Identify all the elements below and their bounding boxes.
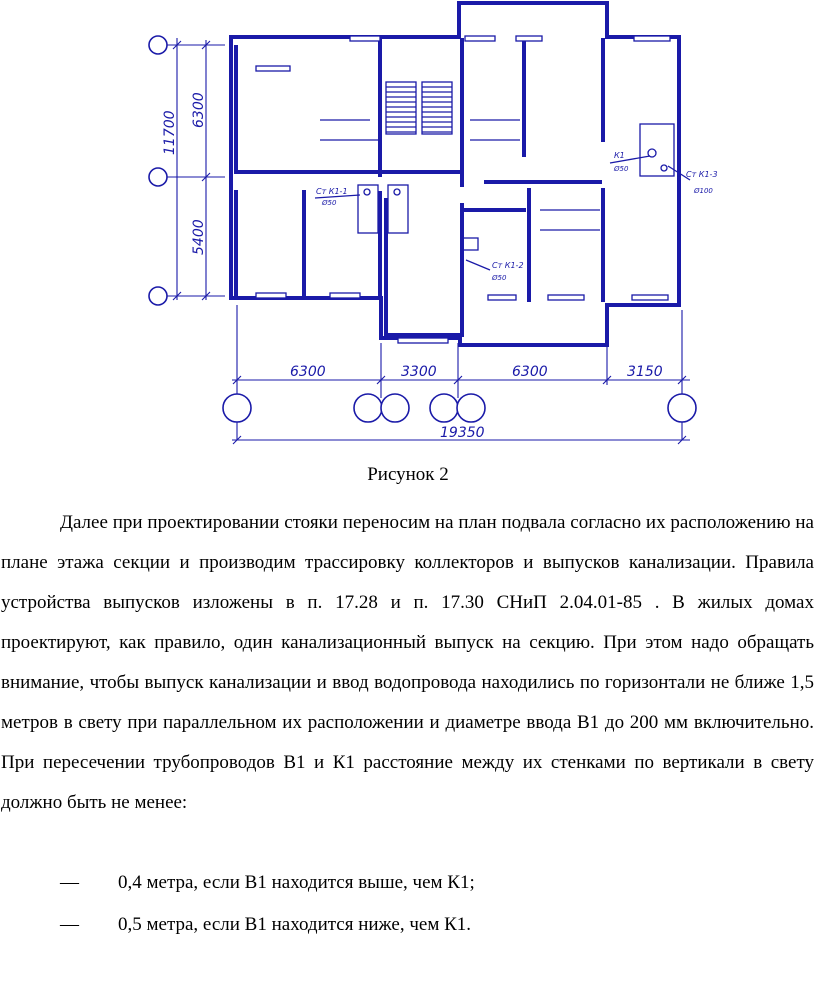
dim-6300-vertical: 6300 [191,92,207,128]
horizontal-dimensions: 6300 3300 6300 3150 19350 [222,305,697,445]
plumbing-fixtures [320,119,675,251]
axis-bubble-6 [667,393,697,423]
riser-k1-2-diameter: Ø50 [491,274,507,282]
dim-5400: 5400 [191,219,207,255]
axis-bubble-1 [222,393,252,423]
windows [255,35,671,344]
axis-bubble-top [148,35,168,55]
riser-k1-2-name: Ст К1-2 [492,261,524,270]
axis-bubble-bottom [148,286,168,306]
dim-19350: 19350 [440,425,485,441]
riser-labels: Ст К1-1 Ø50 Ст К1-2 Ø50 Ст К1-3 Ø100 К1 … [314,151,718,282]
outlet-k1-diameter: Ø50 [613,165,629,173]
dim-11700: 11700 [162,110,178,155]
floor-plan-drawing: Ст К1-1 Ø50 Ст К1-2 Ø50 Ст К1-3 Ø100 К1 … [148,1,718,445]
list-item-text: 0,4 метра, если В1 находится выше, чем К… [118,872,475,893]
exterior-walls [229,1,681,347]
dim-6300-a: 6300 [290,364,326,380]
outlet-k1-name: К1 [614,151,625,160]
figure-caption: Рисунок 2 [367,464,449,485]
dim-6300-b: 6300 [512,364,548,380]
dim-3300: 3300 [401,364,437,380]
riser-k1-3-diameter: Ø100 [693,187,713,195]
list-marker: — [60,914,79,935]
axis-bubble-3 [380,393,410,423]
riser-k1-1-diameter: Ø50 [321,199,337,207]
axis-bubble-5 [456,393,486,423]
staircase [385,81,453,135]
list-item-text: 0,5 метра, если В1 находится ниже, чем К… [118,914,472,935]
axis-bubble-2 [353,393,383,423]
riser-k1-1-name: Ст К1-1 [316,187,348,196]
list-marker: — [60,872,79,893]
axis-bubble-middle [148,167,168,187]
body-paragraph: Далее при проектировании стояки переноси… [1,512,814,813]
interior-walls [234,38,605,337]
axis-bubble-4 [429,393,459,423]
riser-k1-3-name: Ст К1-3 [686,170,718,179]
dim-3150: 3150 [627,364,663,380]
vertical-dimensions: 11700 6300 5400 [148,35,225,306]
body-paragraph-block: Далее при проектировании стояки переноси… [1,503,814,823]
